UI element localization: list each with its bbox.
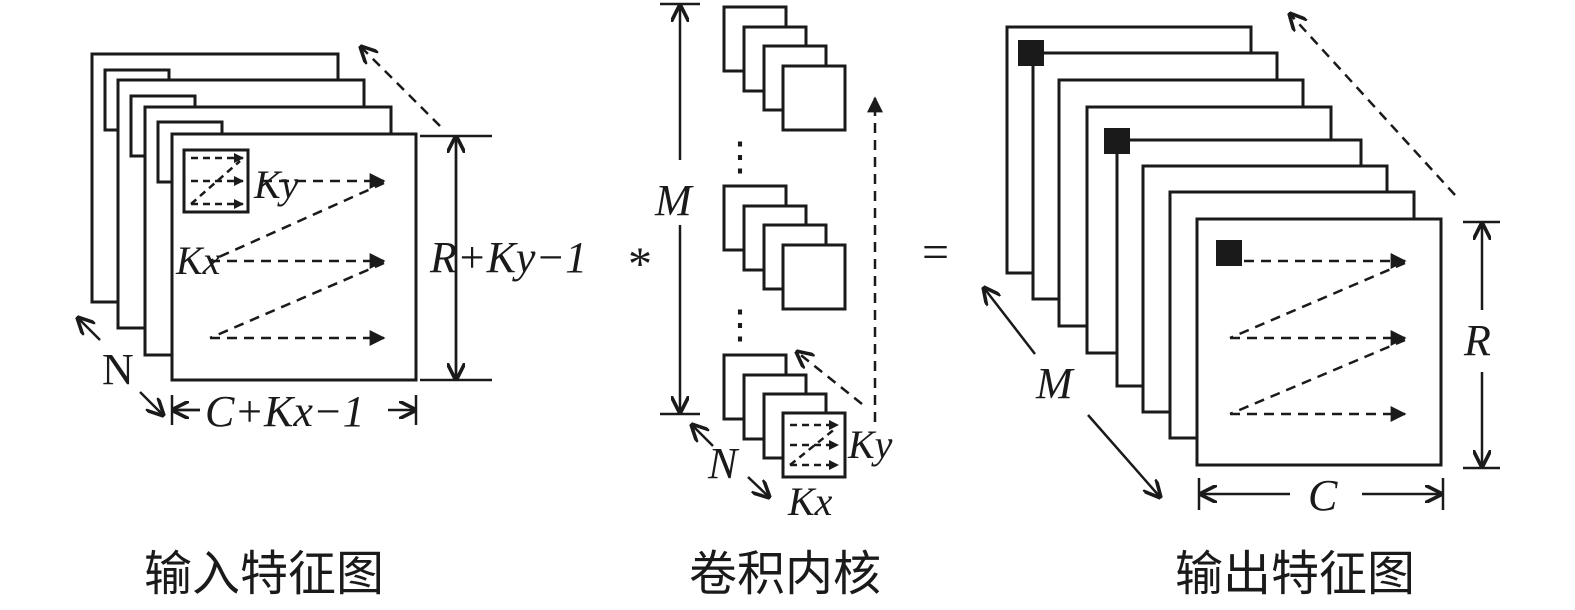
input-depth-label: N — [102, 345, 134, 394]
output-depth-label: M — [1035, 359, 1075, 408]
equals-operator: = — [922, 226, 949, 279]
output-width-dimension — [1197, 478, 1445, 510]
output-depth-dimension — [984, 288, 1160, 497]
output-width-label: C — [1308, 471, 1338, 520]
input-width-dimension — [170, 395, 418, 425]
kernel-group-last — [722, 353, 847, 479]
kernel-ky-label: Ky — [847, 422, 893, 467]
output-height-dimension — [1463, 220, 1500, 470]
output-pixel-1 — [1018, 40, 1044, 66]
input-height-label: R+Ky−1 — [429, 233, 587, 282]
output-caption: 输出特征图 — [1175, 546, 1415, 602]
kernel-stack-arrows — [797, 96, 883, 422]
input-height-dimension — [420, 134, 492, 382]
kernel-depth-dimension — [692, 425, 769, 497]
kernel-caption: 卷积内核 — [689, 546, 881, 602]
output-height-label: R — [1463, 316, 1491, 365]
kernel-scan-arrows — [789, 420, 839, 470]
kernel-group-1 — [722, 5, 847, 132]
kernel-count-dimension — [660, 2, 700, 416]
output-pixel-markers — [1018, 40, 1242, 266]
input-window-scan-arrows — [190, 153, 244, 209]
input-feature-map — [90, 52, 418, 382]
kernel-depth-label: N — [707, 439, 740, 488]
input-ky-label: Ky — [253, 162, 299, 207]
input-scan-arrows — [209, 47, 441, 346]
input-kx-label: Kx — [175, 238, 221, 283]
kernel-kx-label: Kx — [787, 479, 833, 524]
kernel-group-2 — [722, 184, 847, 311]
input-caption: 输入特征图 — [144, 546, 384, 602]
kernel-count-label: M — [654, 176, 694, 225]
kernel-ellipsis-2: ⋮ — [720, 302, 760, 347]
output-pixel-2 — [1104, 128, 1130, 154]
convolution-operator: * — [628, 238, 652, 291]
output-pixel-front — [1216, 240, 1242, 266]
output-scan-arrows — [1229, 14, 1456, 422]
input-depth-dimension — [78, 318, 163, 415]
input-width-label: C+Kx−1 — [205, 387, 365, 436]
kernel-ellipsis-1: ⋮ — [720, 134, 760, 179]
